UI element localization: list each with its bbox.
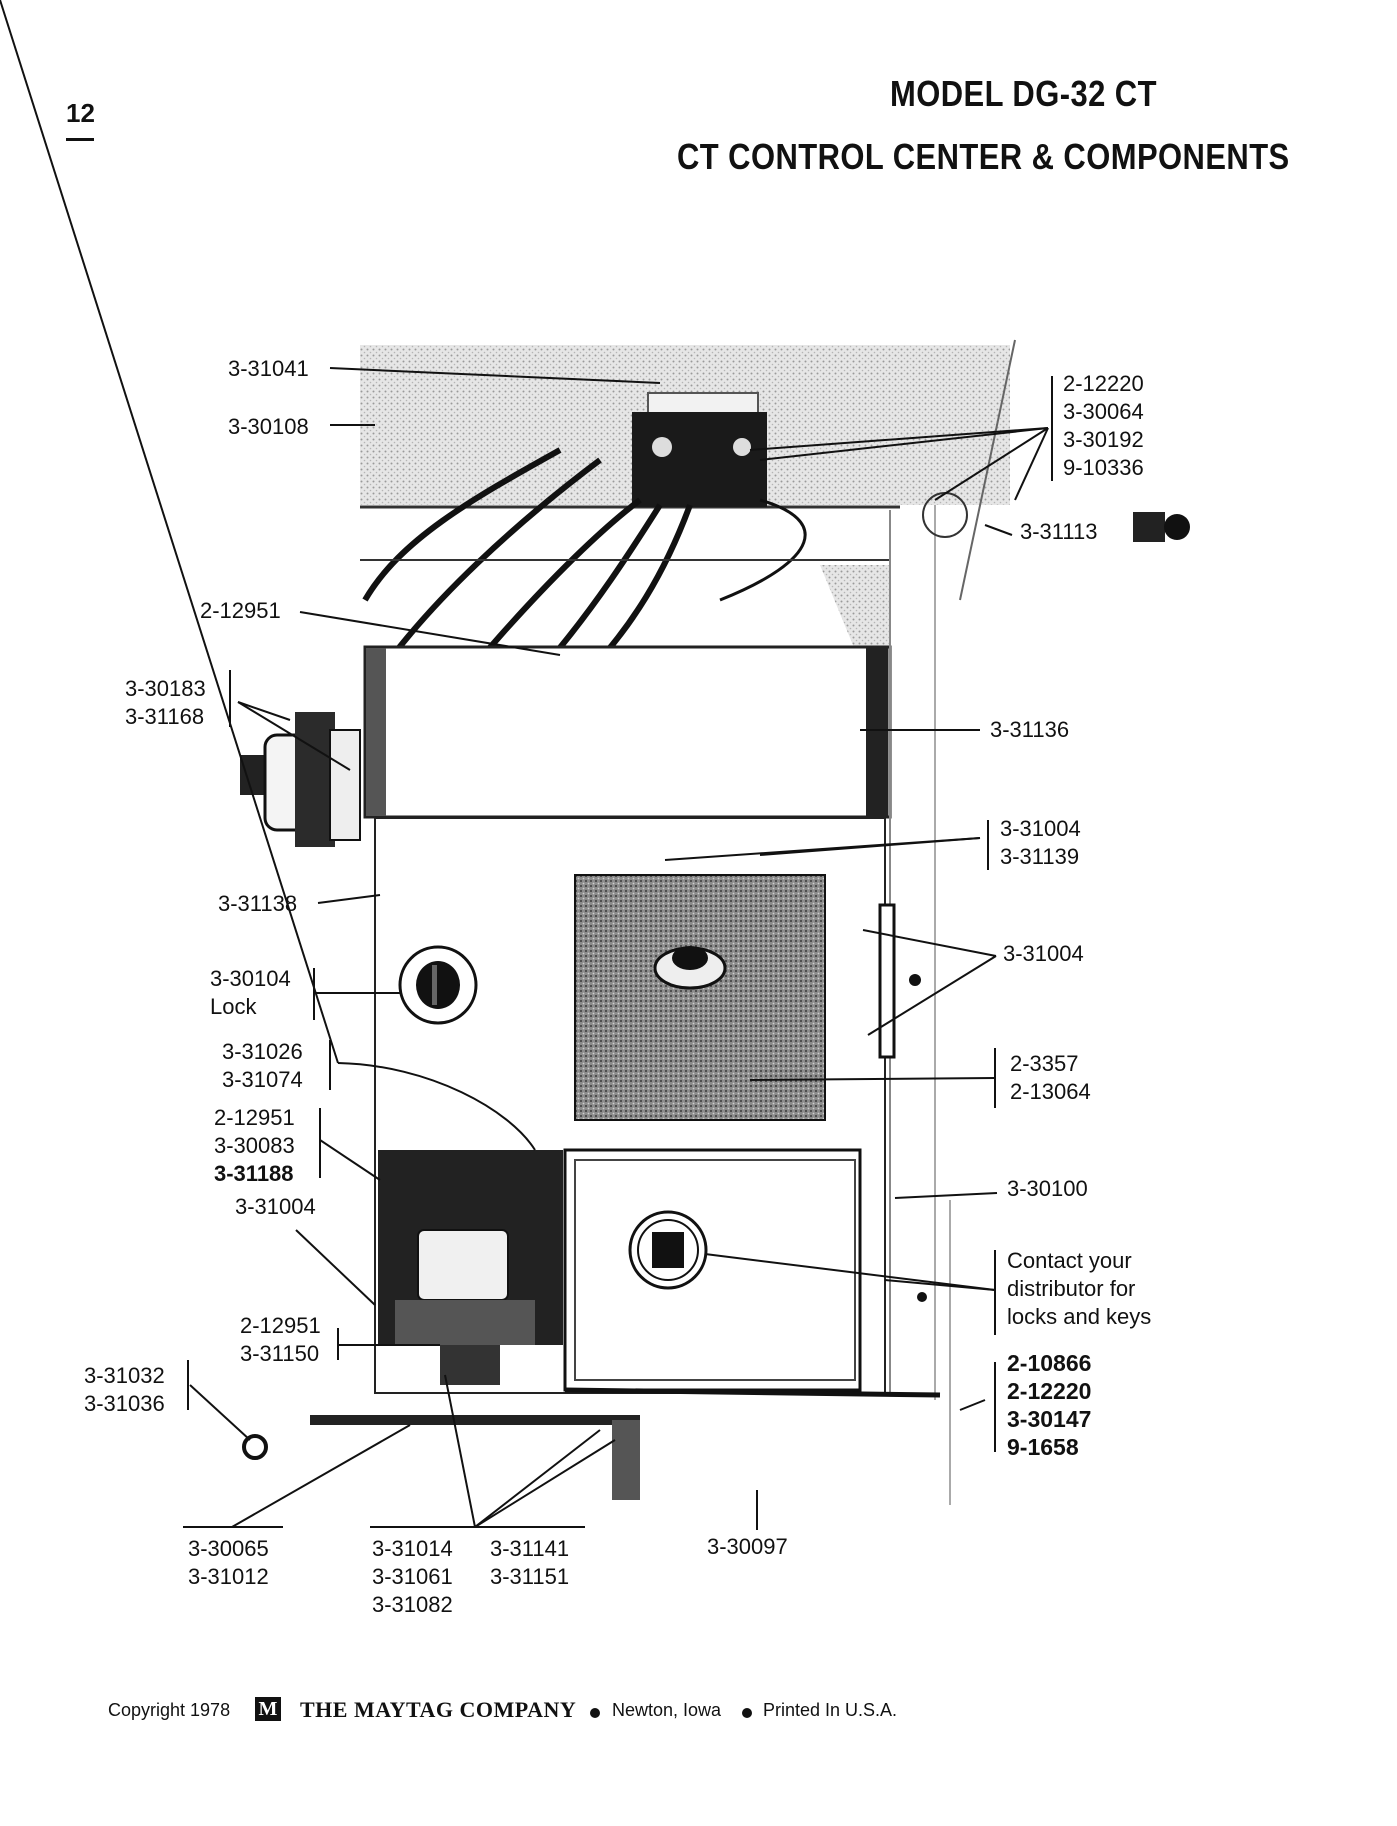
distributor-note: Contact your distributor for locks and k… <box>1007 1247 1151 1331</box>
callout-line: 3-30104 <box>210 966 291 991</box>
page-number-underline <box>66 138 94 141</box>
callout-line: 3-30065 <box>188 1536 269 1561</box>
callout-line: 3-30064 <box>1063 399 1144 424</box>
footer-city: Newton, Iowa <box>612 1700 722 1720</box>
callout-line: 3-31074 <box>222 1067 303 1092</box>
note-line: locks and keys <box>1007 1304 1152 1329</box>
callout-line: 3-31004 <box>1000 816 1081 841</box>
callout-3-31041: 3-31041 <box>228 356 309 381</box>
callout-line: 3-31032 <box>84 1363 165 1388</box>
callout-group-bottom-b2: 3-31141 3-31151 <box>490 1535 569 1591</box>
callout-group-far-left: 3-31032 3-31036 <box>84 1362 165 1418</box>
callout-line: Lock <box>210 994 257 1019</box>
callout-group-left-lower: 2-12951 3-30083 3-31188 <box>214 1104 295 1188</box>
callout-line: 3-30183 <box>125 676 206 701</box>
callout-line: 3-31151 <box>490 1564 570 1589</box>
callout-group-left-mid: 3-31026 3-31074 <box>222 1038 303 1094</box>
callout-line: 3-31168 <box>125 704 205 729</box>
callout-line: 2-12220 <box>1007 1378 1092 1404</box>
callout-line: 2-10866 <box>1007 1350 1092 1376</box>
screw-part <box>922 492 1190 542</box>
note-line: Contact your <box>1007 1248 1132 1273</box>
callout-line: 2-12951 <box>214 1105 295 1130</box>
callout-line: 2-12951 <box>240 1313 321 1338</box>
bullet-icon <box>742 1708 752 1718</box>
callout-line: 3-30083 <box>214 1133 295 1158</box>
copyright-text: Copyright 1978 <box>108 1700 231 1720</box>
maytag-logo: M <box>255 1697 281 1721</box>
callout-3-31113: 3-31113 <box>1020 519 1098 544</box>
callout-3-30100: 3-30100 <box>1007 1176 1088 1201</box>
callout-3-30097: 3-30097 <box>707 1534 788 1559</box>
company-name: THE MAYTAG COMPANY <box>300 1697 577 1722</box>
bullet-icon <box>590 1708 600 1718</box>
callout-group-bold-right: 2-10866 2-12220 3-30147 9-1658 <box>1007 1349 1091 1461</box>
callout-line: 3-31014 <box>372 1536 453 1561</box>
callout-line: 9-10336 <box>1063 455 1144 480</box>
callout-line: 3-30192 <box>1063 427 1144 452</box>
callout-line: 3-31026 <box>222 1039 303 1064</box>
callout-line: 2-13064 <box>1010 1079 1091 1104</box>
leader-lines <box>0 0 1053 1530</box>
callout-line: 3-31082 <box>372 1592 453 1617</box>
callout-line: 3-31150 <box>240 1341 320 1366</box>
callout-line: 3-31012 <box>188 1564 269 1589</box>
top-housing <box>360 339 1016 601</box>
model-title: MODEL DG-32 CT <box>890 73 1157 114</box>
callout-line: 3-31061 <box>372 1564 453 1589</box>
upper-panel <box>360 559 892 819</box>
front-panel <box>242 505 951 1505</box>
callout-3-31138: 3-31138 <box>218 891 298 916</box>
timer-motor <box>240 712 361 847</box>
callout-3-31004-low: 3-31004 <box>235 1194 316 1219</box>
callout-group-right-pair: 3-31004 3-31139 <box>1000 815 1081 871</box>
callout-group-window: 2-3357 2-13064 <box>1010 1050 1091 1106</box>
page-number: 12 <box>66 98 95 128</box>
callout-line: 9-1658 <box>1007 1434 1079 1460</box>
callout-group-lock: 3-30104 Lock <box>210 965 291 1021</box>
callout-group-motor: 3-30183 3-31168 <box>125 675 206 731</box>
callout-line: 3-31036 <box>84 1391 165 1416</box>
note-line: distributor for <box>1007 1276 1136 1301</box>
callout-3-31004-right: 3-31004 <box>1003 941 1084 966</box>
callout-line: 3-31188 <box>214 1161 294 1186</box>
callout-2-12951-top: 2-12951 <box>200 598 281 623</box>
callout-3-31136: 3-31136 <box>990 717 1070 742</box>
callout-group-bottom-a: 3-30065 3-31012 <box>188 1535 269 1591</box>
callout-line: 2-12220 <box>1063 371 1144 396</box>
callout-group-top-right: 2-12220 3-30064 3-30192 9-10336 <box>1063 370 1144 482</box>
section-title: CT CONTROL CENTER & COMPONENTS <box>677 136 1290 177</box>
callout-3-30108: 3-30108 <box>228 414 309 439</box>
callout-group-left-bottom: 2-12951 3-31150 <box>240 1312 321 1368</box>
callout-line: 3-31141 <box>490 1536 570 1561</box>
footer-printed: Printed In U.S.A. <box>763 1700 898 1720</box>
callout-group-bottom-b1: 3-31014 3-31061 3-31082 <box>372 1535 453 1619</box>
callout-line: 2-3357 <box>1010 1051 1079 1076</box>
callout-line: 3-31139 <box>1000 844 1080 869</box>
callout-line: 3-30147 <box>1007 1406 1092 1432</box>
